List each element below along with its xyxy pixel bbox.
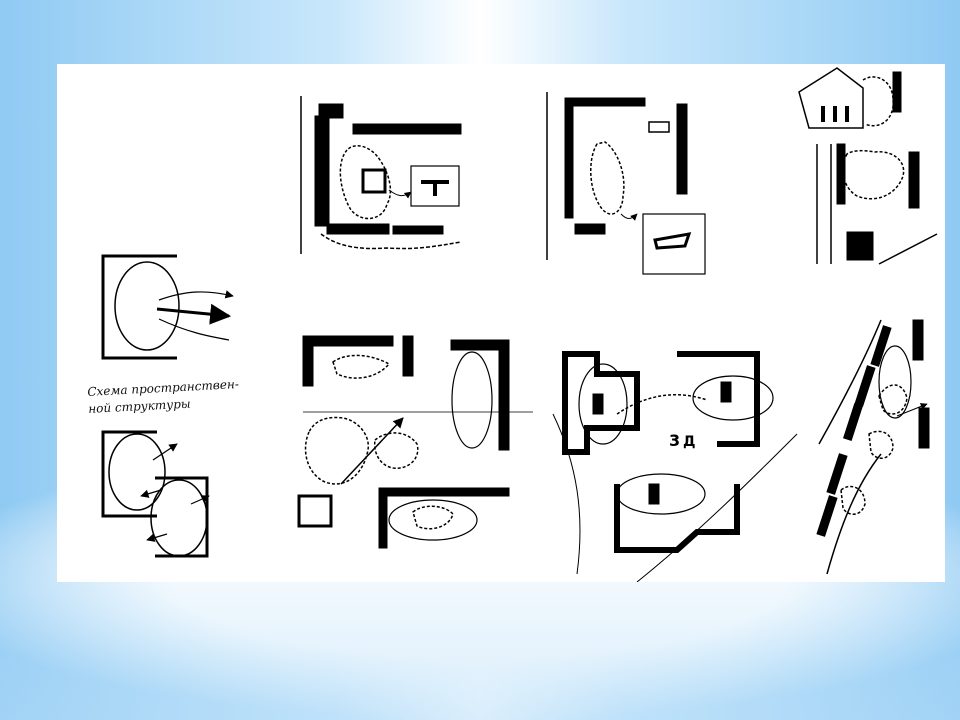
panel-label-3: 3 xyxy=(669,431,680,450)
schematic-enclosed-space xyxy=(101,254,234,360)
panel-label-d: Д xyxy=(683,434,695,450)
site-plan-top-left xyxy=(300,96,462,254)
site-plan-bottom-left xyxy=(297,335,533,549)
site-plan-top-middle xyxy=(546,92,706,275)
site-plan-bottom-right xyxy=(816,319,930,575)
site-plan-top-right xyxy=(798,67,938,265)
site-plan-bottom-middle: 3 Д xyxy=(552,351,798,582)
figure-panel: 3 Д Схема пространствен- ной структуры xyxy=(57,64,945,582)
site-plan-drawings: 3 Д xyxy=(101,67,938,582)
schematic-linked-spaces xyxy=(101,430,210,558)
